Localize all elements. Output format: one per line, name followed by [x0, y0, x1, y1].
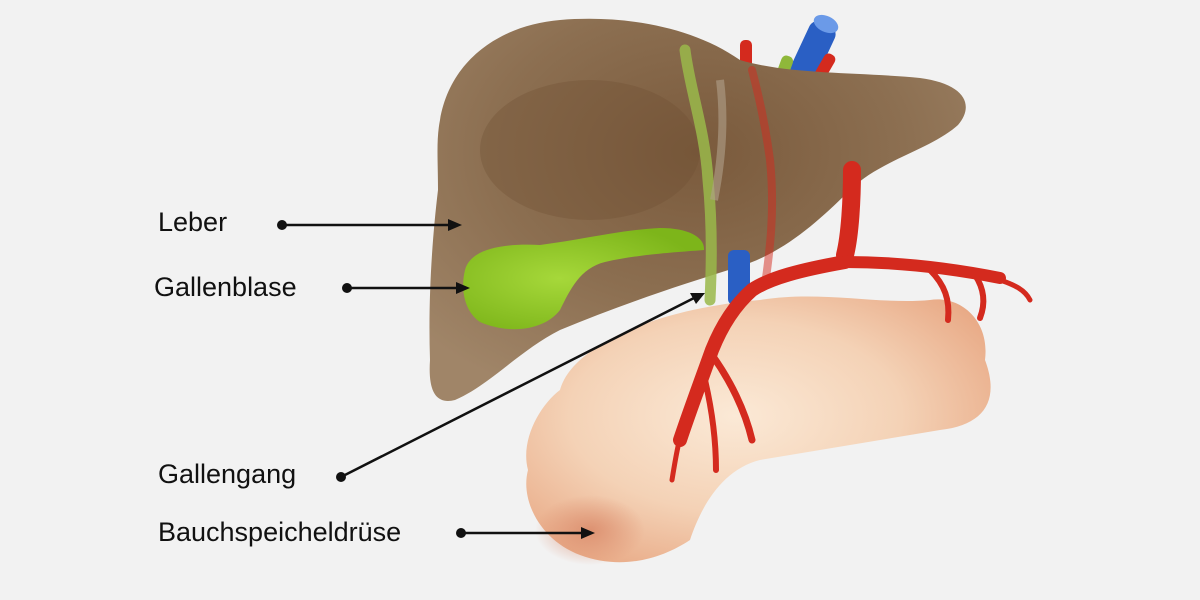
bile-duct-shape [679, 44, 727, 306]
label-liver: Leber [158, 207, 228, 237]
label-bile-duct: Gallengang [158, 459, 297, 489]
liver-shape [429, 18, 966, 401]
pointers [277, 219, 705, 539]
pancreas-shape [526, 296, 991, 565]
label-gallbladder: Gallenblase [154, 272, 297, 302]
label-pancreas: Bauchspeicheldrüse [158, 517, 402, 547]
arteries [669, 66, 1033, 483]
gallbladder-shape [463, 228, 705, 330]
